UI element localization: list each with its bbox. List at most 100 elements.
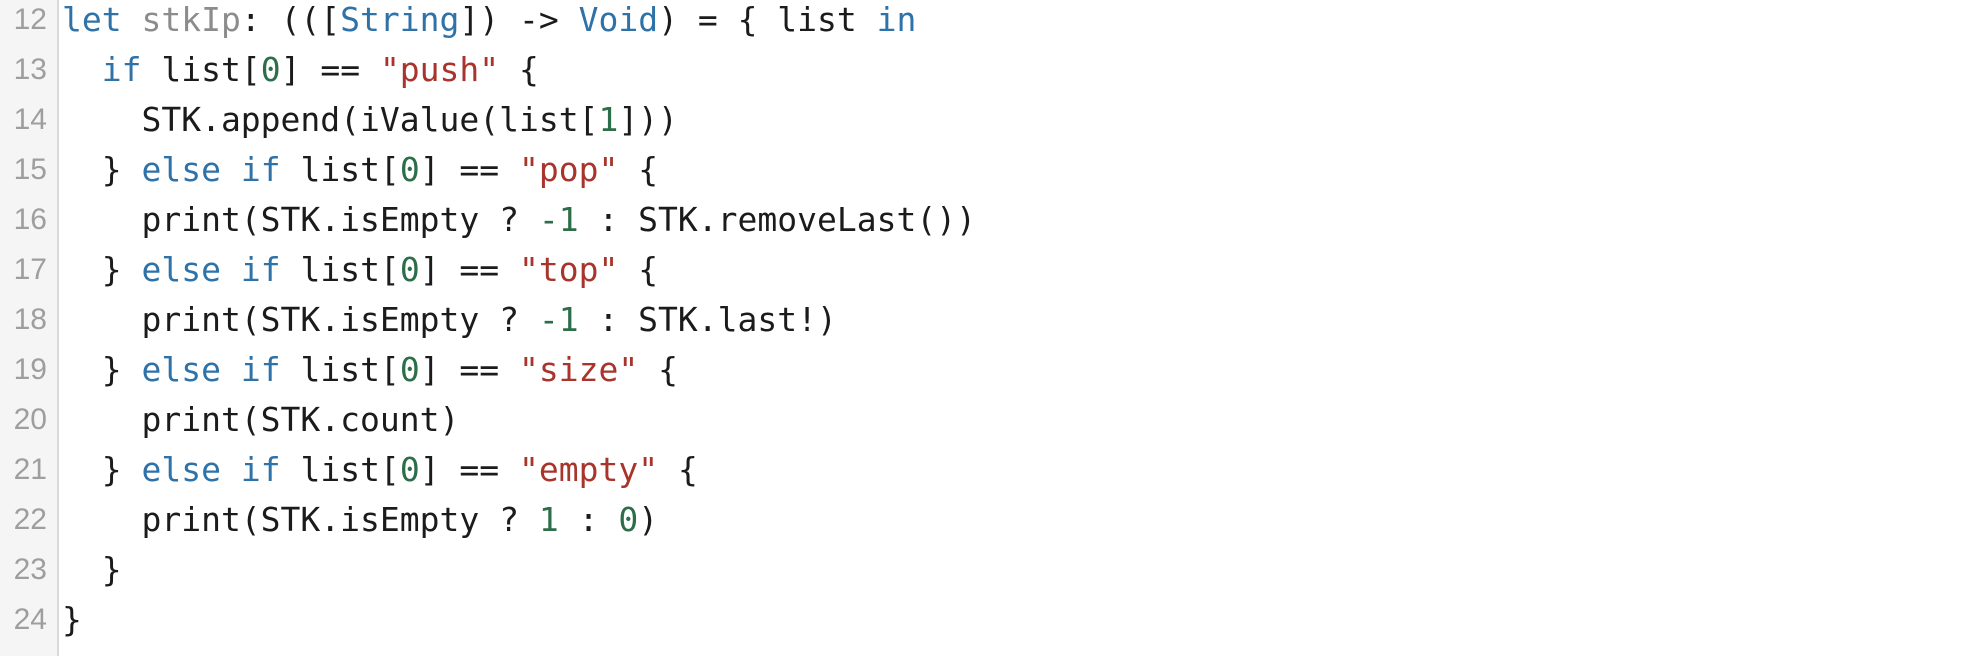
token-keyword: let — [62, 0, 122, 39]
line-number: 19 — [13, 353, 47, 386]
token-plain: print(STK.count) — [62, 400, 460, 439]
token-plain — [221, 350, 241, 389]
token-string: "top" — [519, 250, 619, 289]
line-number: 15 — [13, 153, 47, 186]
token-plain — [221, 250, 241, 289]
code-text[interactable]: print(STK.isEmpty ? 1 : 0) — [59, 495, 1984, 545]
token-plain: : — [558, 500, 619, 539]
token-number: 1 — [598, 100, 619, 139]
token-number: -1 — [538, 200, 579, 239]
code-line: 23 } — [0, 545, 1984, 595]
code-text[interactable]: } else if list[0] == "top" { — [59, 245, 1984, 295]
token-plain — [122, 0, 142, 39]
token-plain: : (([ — [240, 0, 341, 39]
line-number: 20 — [13, 403, 47, 436]
code-line: 13 if list[0] == "push" { — [0, 45, 1984, 95]
code-line: 14 STK.append(iValue(list[1])) — [0, 95, 1984, 145]
token-plain — [62, 50, 102, 89]
token-number: 1 — [538, 500, 559, 539]
token-plain: } — [62, 450, 142, 489]
token-keyword: if — [240, 450, 281, 489]
line-number: 17 — [13, 253, 47, 286]
code-text[interactable]: } else if list[0] == "size" { — [59, 345, 1984, 395]
token-plain: ) — [638, 500, 659, 539]
code-text[interactable]: STK.append(iValue(list[1])) — [59, 95, 1984, 145]
token-plain: { — [618, 250, 659, 289]
code-line: 24} — [0, 595, 1984, 645]
code-line: 18 print(STK.isEmpty ? -1 : STK.last!) — [0, 295, 1984, 345]
token-plain: list[ — [141, 50, 261, 89]
token-plain — [221, 450, 241, 489]
code-text[interactable]: } — [59, 595, 1984, 645]
token-plain: : STK.removeLast()) — [578, 200, 976, 239]
line-number: 21 — [13, 453, 47, 486]
line-number: 12 — [13, 3, 47, 36]
code-text[interactable]: if list[0] == "push" { — [59, 45, 1984, 95]
token-plain: { — [499, 50, 539, 89]
token-plain: ]) -> — [459, 0, 579, 39]
token-plain: ] == — [419, 150, 520, 189]
token-plain: : STK.last!) — [578, 300, 837, 339]
token-number: 0 — [618, 500, 639, 539]
token-number: 0 — [399, 450, 420, 489]
token-keyword: if — [240, 250, 281, 289]
token-plain: } — [62, 250, 142, 289]
token-plain: } — [62, 150, 142, 189]
token-number: 0 — [260, 50, 281, 89]
token-plain: { — [638, 350, 678, 389]
code-text[interactable]: } — [59, 545, 1984, 595]
token-plain: ] == — [419, 250, 520, 289]
token-plain: list[ — [280, 350, 400, 389]
token-type: String — [340, 0, 460, 39]
token-plain: list[ — [280, 250, 400, 289]
token-plain: STK.append(iValue(list[ — [62, 100, 599, 139]
token-plain: list[ — [280, 150, 400, 189]
token-plain: ] == — [419, 450, 520, 489]
line-number: 18 — [13, 303, 47, 336]
token-keyword: else — [141, 150, 221, 189]
token-string: "pop" — [519, 150, 619, 189]
code-text[interactable]: } else if list[0] == "empty" { — [59, 445, 1984, 495]
line-number: 24 — [13, 603, 47, 636]
token-string: "size" — [519, 350, 639, 389]
code-line: 20 print(STK.count) — [0, 395, 1984, 445]
token-plain: ] == — [280, 50, 380, 89]
code-text[interactable]: print(STK.count) — [59, 395, 1984, 445]
token-plain: list[ — [280, 450, 400, 489]
token-keyword: if — [240, 350, 281, 389]
token-type: Void — [578, 0, 659, 39]
line-number: 16 — [13, 203, 47, 236]
code-line: 17 } else if list[0] == "top" { — [0, 245, 1984, 295]
line-number: 22 — [13, 503, 47, 536]
token-declaration: stkIp — [141, 0, 241, 39]
token-keyword: else — [141, 450, 221, 489]
line-number: 23 — [13, 553, 47, 586]
code-text[interactable]: let stkIp: (([String]) -> Void) = { list… — [59, 0, 1984, 45]
token-number: 0 — [399, 350, 420, 389]
code-line: 21 } else if list[0] == "empty" { — [0, 445, 1984, 495]
token-plain: print(STK.isEmpty ? — [62, 500, 539, 539]
token-keyword: in — [876, 0, 917, 39]
code-line: 15 } else if list[0] == "pop" { — [0, 145, 1984, 195]
code-line: 16 print(STK.isEmpty ? -1 : STK.removeLa… — [0, 195, 1984, 245]
token-plain: { — [618, 150, 659, 189]
token-plain: print(STK.isEmpty ? — [62, 200, 539, 239]
code-line: 19 } else if list[0] == "size" { — [0, 345, 1984, 395]
code-text[interactable]: } else if list[0] == "pop" { — [59, 145, 1984, 195]
token-number: -1 — [538, 300, 579, 339]
token-plain: print(STK.isEmpty ? — [62, 300, 539, 339]
code-text[interactable]: print(STK.isEmpty ? -1 : STK.last!) — [59, 295, 1984, 345]
token-string: "empty" — [519, 450, 659, 489]
token-plain: ) = { list — [658, 0, 877, 39]
code-text[interactable]: print(STK.isEmpty ? -1 : STK.removeLast(… — [59, 195, 1984, 245]
token-plain: } — [62, 350, 142, 389]
token-plain: ] == — [419, 350, 520, 389]
token-plain: } — [62, 600, 82, 639]
token-keyword: if — [101, 50, 142, 89]
line-number-gutter — [0, 0, 59, 656]
line-number: 14 — [13, 103, 47, 136]
token-number: 0 — [399, 150, 420, 189]
token-keyword: else — [141, 350, 221, 389]
token-keyword: if — [240, 150, 281, 189]
